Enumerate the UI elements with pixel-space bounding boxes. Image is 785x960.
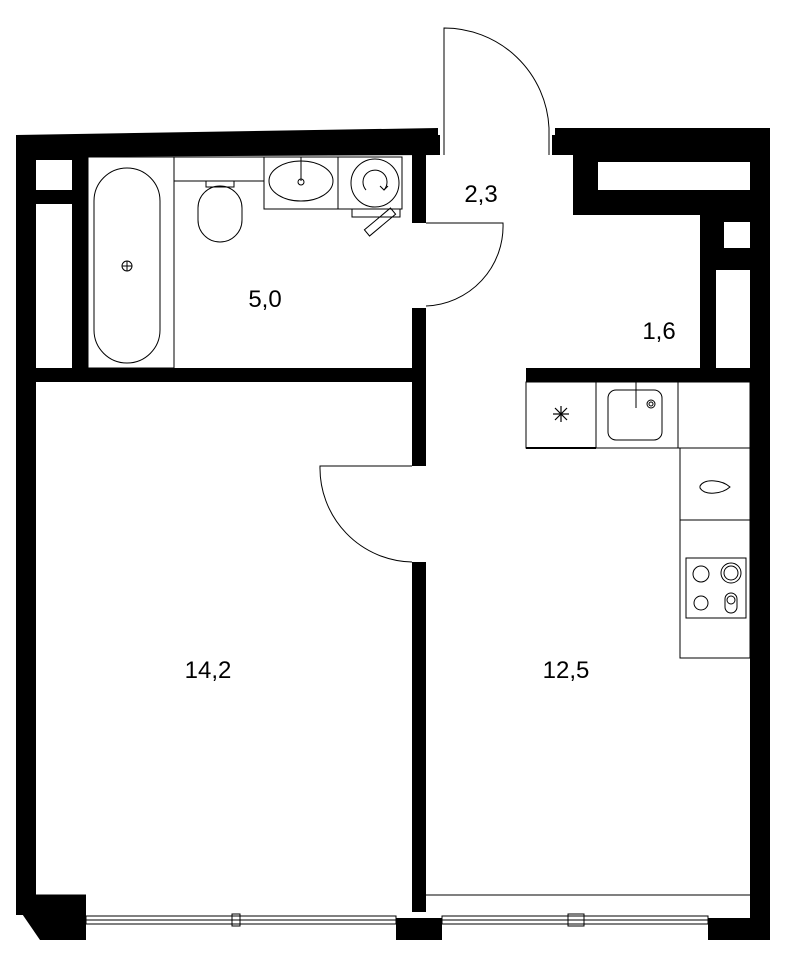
burner-icon <box>724 592 738 614</box>
toilet-bowl-icon <box>197 185 243 243</box>
wall-niche-2 <box>72 155 88 380</box>
bathtub <box>87 156 175 369</box>
washing-machine-drum-icon <box>350 158 400 208</box>
wall-left <box>16 135 36 915</box>
wall-corner-bottom-right <box>708 918 770 940</box>
windows <box>36 894 750 927</box>
area-label-kitchen-living: 12,5 <box>543 657 590 684</box>
valve-icon <box>363 207 397 237</box>
toilet-cistern <box>173 156 265 182</box>
walls <box>16 128 770 940</box>
wall-niche-3 <box>36 190 88 204</box>
wall-storage-left <box>700 215 716 380</box>
burner-icon <box>692 565 710 583</box>
doors <box>319 27 550 563</box>
bathroom-fixtures <box>87 156 403 369</box>
area-label-storage: 1,6 <box>642 318 675 345</box>
wall-bath-hall-upper <box>412 155 426 223</box>
burner-icon <box>720 562 742 584</box>
wall-central-lower <box>412 562 426 912</box>
burner-icon <box>693 595 709 611</box>
wall-central-upper <box>412 382 426 466</box>
wall-jamb-left <box>430 135 440 155</box>
wall-top-left <box>16 128 438 157</box>
washing-machine <box>337 156 403 210</box>
kitchen-counter-right <box>679 447 751 659</box>
bedroom-door-swing <box>319 465 413 563</box>
wall-hall-kitchen <box>526 368 770 382</box>
wall-niche-1 <box>36 155 88 160</box>
wall-top-right <box>555 128 770 155</box>
asterisk-icon <box>553 406 569 422</box>
stove <box>685 557 747 619</box>
wall-bath-bedroom <box>36 368 426 382</box>
area-labels: 5,0 2,3 1,6 14,2 12,5 <box>185 181 676 684</box>
area-label-hall: 2,3 <box>464 181 497 208</box>
wall-right <box>750 128 770 918</box>
bathtub-inner <box>93 167 161 364</box>
wall-storage-box-inner <box>724 222 750 248</box>
wall-corner-bottom-left <box>16 895 86 940</box>
kitchen-counter-top <box>525 381 751 449</box>
wall-jamb-right <box>552 135 560 155</box>
kitchen-fixtures <box>525 380 751 659</box>
area-label-bedroom: 14,2 <box>185 657 232 684</box>
area-label-bathroom: 5,0 <box>248 286 281 313</box>
water-drop-icon <box>699 480 731 494</box>
wall-bottom-center <box>396 918 442 940</box>
entrance-door-swing <box>443 27 550 129</box>
kitchen-sink-icon <box>607 389 663 441</box>
wall-right-bump-inner <box>598 162 750 190</box>
bathroom-door-swing <box>425 222 504 307</box>
wall-bath-hall-lower <box>412 308 426 382</box>
